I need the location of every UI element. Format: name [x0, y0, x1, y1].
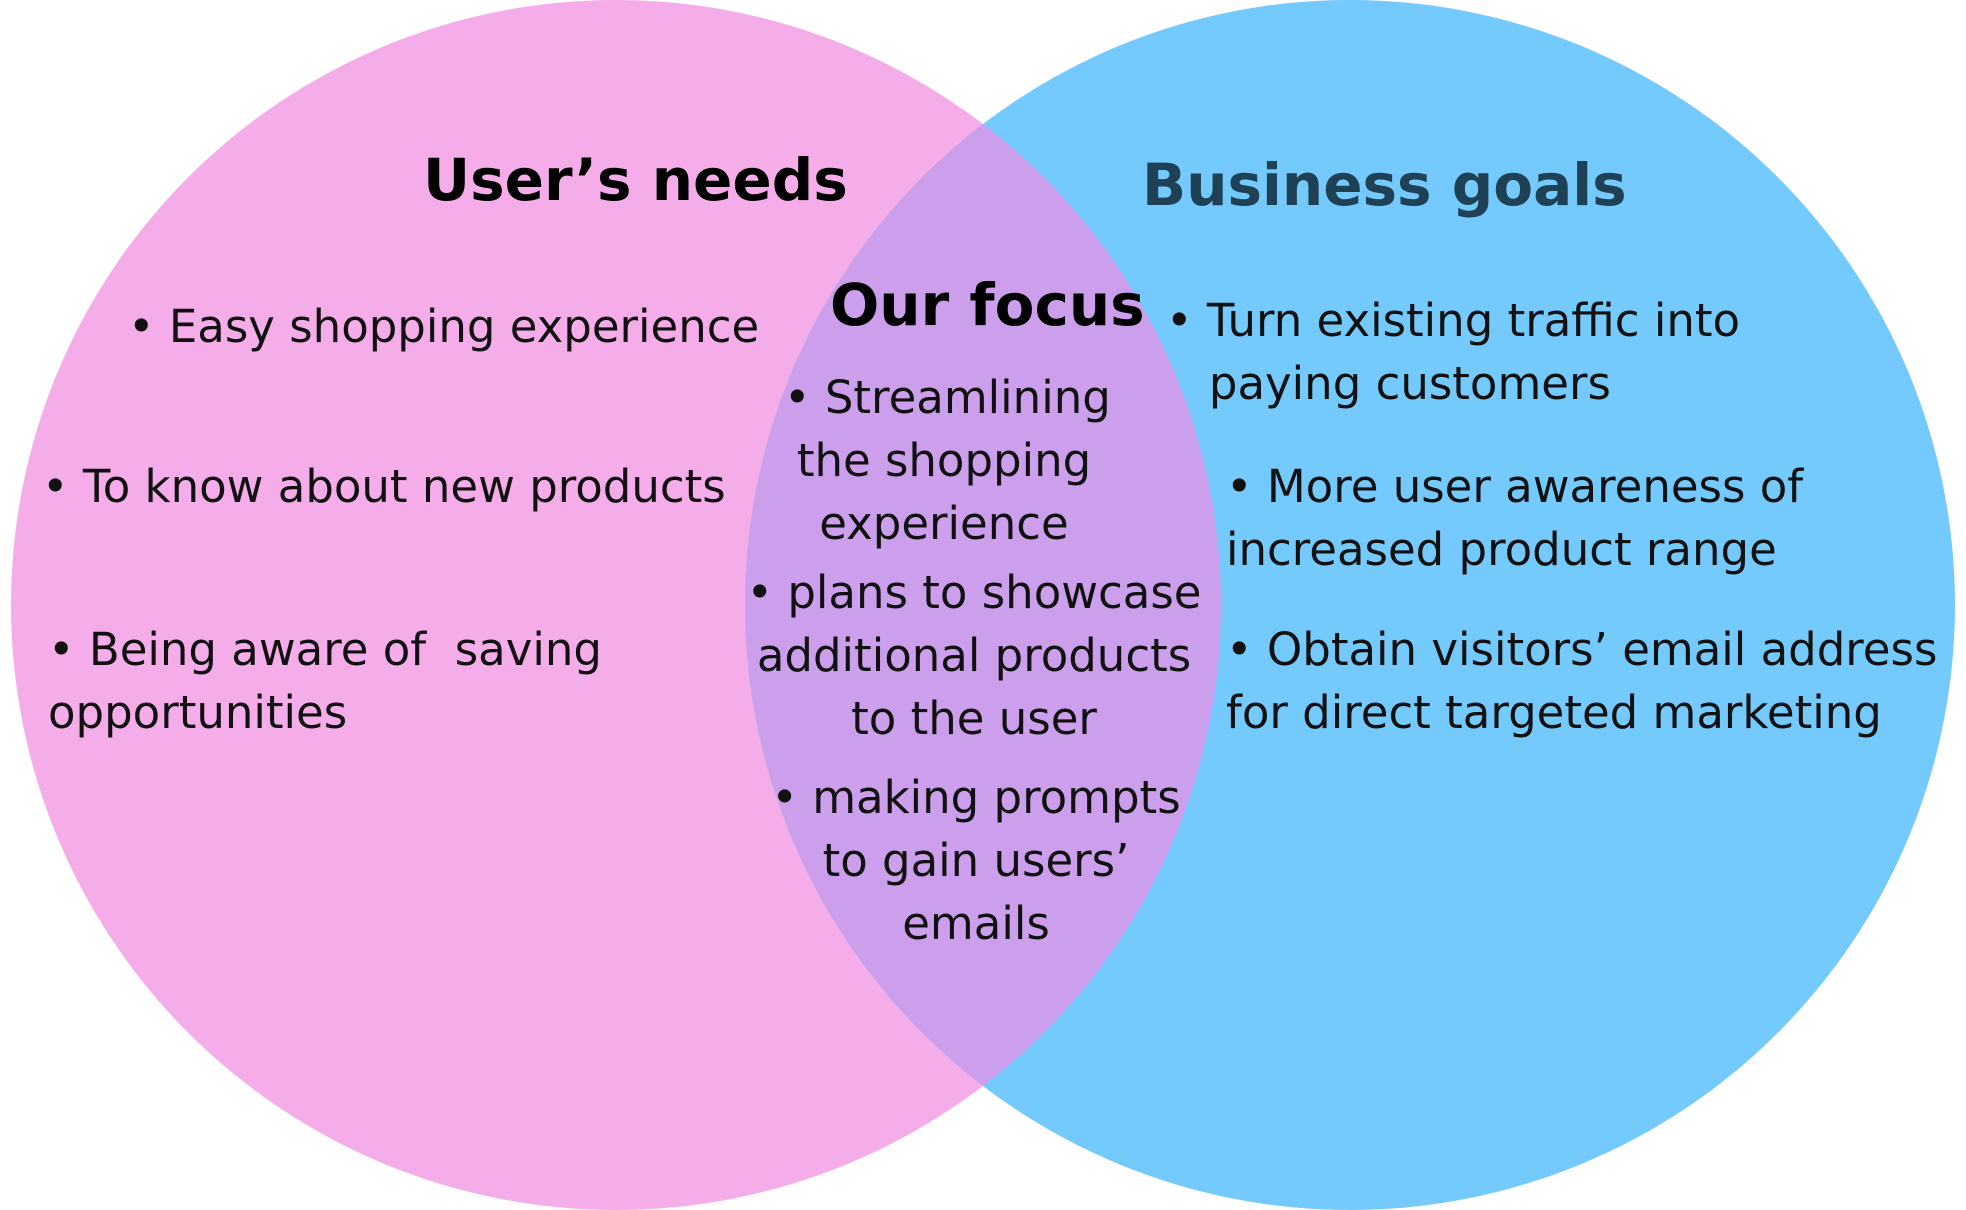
users-needs-item: • Being aware of saving opportunities — [48, 623, 602, 739]
business-goals-item: • Obtain visitors’ email address for dir… — [1226, 623, 1938, 739]
focus-item: • making prompts to gain users’ emails — [771, 771, 1181, 950]
business-goals-title: Business goals — [1142, 151, 1627, 219]
business-goals-item: • Turn existing traffic into paying cust… — [1166, 294, 1741, 410]
users-needs-item: • Easy shopping experience — [128, 300, 760, 353]
users-needs-title: User’s needs — [423, 146, 848, 214]
focus-item: • plans to showcase additional products … — [746, 566, 1202, 745]
focus-title: Our focus — [830, 271, 1145, 339]
business-goals-item: • More user awareness of increased produ… — [1226, 460, 1804, 576]
focus-overlap — [745, 0, 1221, 1210]
users-needs-item: • To know about new products — [42, 460, 726, 513]
focus-item: • Streamlining the shopping experience — [784, 371, 1111, 550]
